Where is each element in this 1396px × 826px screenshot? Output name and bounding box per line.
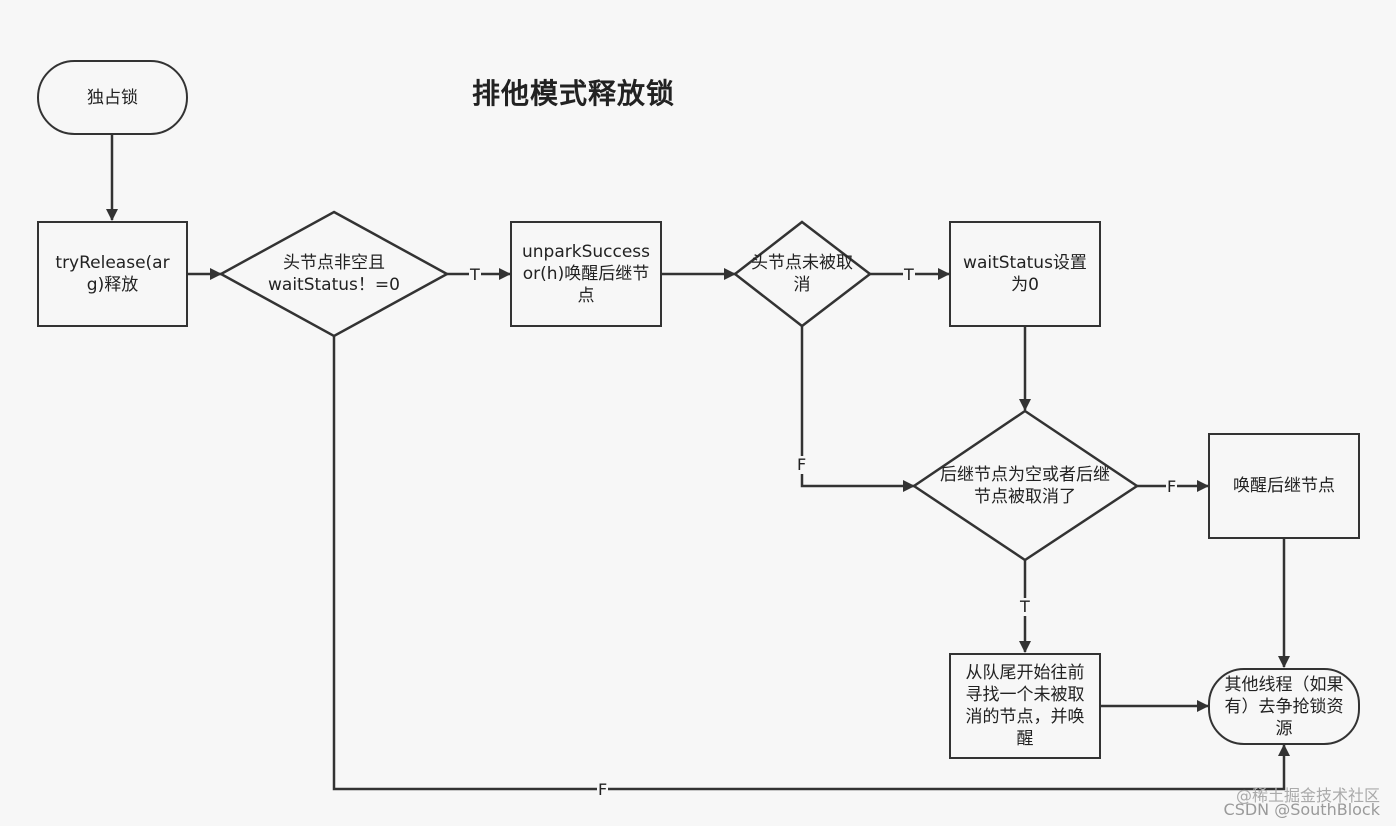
wake-successor-node: 唤醒后继节点 (1208, 433, 1360, 539)
diamond-cond-successor (911, 409, 1140, 562)
watermark-csdn: CSDN @SouthBlock (1223, 800, 1380, 819)
search-tail-node: 从队尾开始往前寻找一个未被取消的节点，并唤醒 (949, 653, 1101, 759)
edge-label-successor-false: F (1166, 477, 1178, 496)
wake-successor-label: 唤醒后继节点 (1233, 476, 1335, 496)
set-status-label: waitStatus设置为0 (963, 253, 1087, 295)
search-tail-label: 从队尾开始往前寻找一个未被取消的节点，并唤醒 (965, 663, 1085, 749)
diagram-title: 排他模式释放锁 (472, 77, 676, 110)
watermark-juejin: @稀土掘金技术社区 (1235, 786, 1380, 805)
start-node-label: 独占锁 (87, 87, 138, 108)
end-node: 其他线程（如果有）去争抢锁资源 (1208, 668, 1360, 745)
cond-cancel-text: 头节点未被取消 (751, 253, 853, 295)
try-release-node: tryRelease(arg)释放 (37, 221, 188, 327)
edge-label-successor-true: T (1019, 597, 1031, 616)
diamond-cond-head (218, 210, 450, 338)
edge-label-head-true: T (469, 265, 481, 284)
edge-label-cancel-false: F (796, 455, 808, 474)
cond-successor-text: 后继节点为空或者后继节点被取消了 (940, 465, 1110, 507)
edge-cond-false (332, 336, 1290, 791)
start-node: 独占锁 (37, 60, 188, 135)
cond-head-text: 头节点非空且waitStatus！=0 (268, 253, 400, 295)
edge-cancel-false (800, 326, 915, 492)
diamond-cond-cancel (732, 220, 873, 328)
try-release-label: tryRelease(arg)释放 (55, 253, 170, 295)
unpark-label: unparkSuccessor(h)唤醒后继节点 (521, 242, 651, 306)
set-status-node: waitStatus设置为0 (949, 221, 1101, 327)
edge-label-cancel-true: T (903, 265, 915, 284)
edge-label-head-false: F (597, 780, 609, 799)
end-node-label: 其他线程（如果有）去争抢锁资源 (1224, 674, 1344, 739)
unpark-node: unparkSuccessor(h)唤醒后继节点 (510, 221, 662, 327)
